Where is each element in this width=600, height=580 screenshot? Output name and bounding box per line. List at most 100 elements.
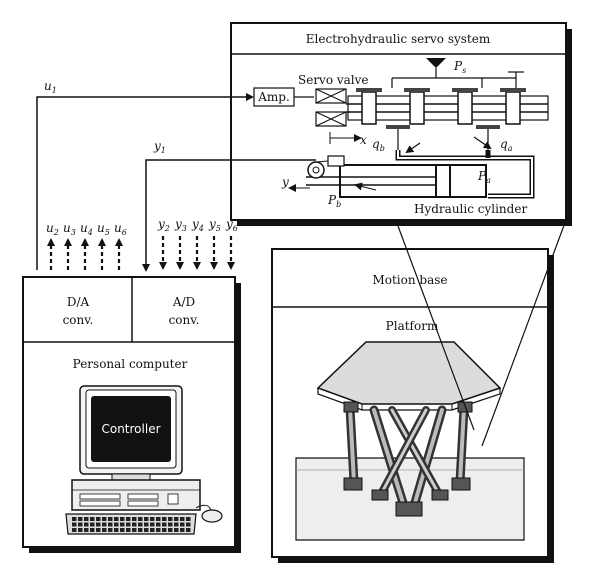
piston — [435, 164, 451, 198]
keyboard-key — [132, 522, 137, 527]
keyboard-key — [156, 522, 161, 527]
keyboard-key — [144, 517, 149, 521]
keyboard-key — [186, 522, 191, 527]
keyboard-key — [174, 517, 179, 521]
u-signal-label: u4 — [80, 221, 93, 237]
keyboard-key — [168, 517, 173, 521]
keyboard-key — [84, 517, 89, 521]
qa-label: qa — [500, 137, 513, 153]
actuator-legs — [345, 403, 469, 511]
keyboard-key — [108, 517, 113, 521]
spool-3 — [457, 91, 473, 125]
keyboard-key — [102, 522, 107, 527]
da-line1: D/A — [67, 295, 90, 309]
keyboard-key — [132, 528, 137, 532]
keyboard-key — [72, 528, 77, 532]
keyboard-key — [96, 528, 101, 532]
keyboard-key — [162, 522, 167, 527]
keyboard-key — [156, 517, 161, 521]
keyboard-key — [126, 528, 131, 532]
keyboard-key — [90, 517, 95, 521]
qb-label: qb — [372, 137, 385, 153]
keyboard-key — [120, 517, 125, 521]
keyboard-key — [102, 528, 107, 532]
keyboard-key — [180, 517, 185, 521]
amplifier-label: Amp. — [257, 90, 290, 104]
u1-label: u1 — [44, 79, 57, 95]
keyboard-key — [138, 522, 143, 527]
monitor-screen — [91, 396, 171, 462]
y1-label: y1 — [153, 139, 166, 155]
da-line2: conv. — [63, 313, 94, 327]
motion-base-title: Motion base — [372, 273, 447, 287]
keyboard-key — [144, 528, 149, 532]
u-signal-label: u6 — [114, 221, 127, 237]
keyboard-key — [84, 522, 89, 527]
pb-label: Pb — [327, 193, 341, 209]
controller-label: Controller — [101, 422, 160, 436]
ad-line1: A/D — [172, 295, 195, 309]
keyboard-key — [162, 528, 167, 532]
keyboard-key — [78, 522, 83, 527]
keyboard-key — [108, 528, 113, 532]
y-signal-label: y4 — [191, 217, 204, 233]
motion-base-box: Motion base Platform — [271, 219, 567, 563]
keyboard-key — [114, 522, 119, 527]
servo-valve: Servo valve x — [298, 73, 549, 147]
keyboard-key — [96, 517, 101, 521]
keyboard-key — [90, 528, 95, 532]
keyboard-key — [72, 517, 77, 521]
u-signal-label: u5 — [97, 221, 110, 237]
keyboard-key — [78, 517, 83, 521]
keyboard-key — [150, 522, 155, 527]
keyboard-key — [186, 517, 191, 521]
mouse-icon — [201, 509, 223, 523]
x-label: x — [360, 133, 367, 147]
keyboard-key — [78, 528, 83, 532]
ad-line2: conv. — [169, 313, 200, 327]
keyboard-key — [126, 522, 131, 527]
y-signal-label: y3 — [174, 217, 187, 233]
keyboard-key — [138, 517, 143, 521]
keyboard-key — [174, 522, 179, 527]
y-signal-label: y2 — [157, 217, 170, 233]
keyboard-key — [162, 517, 167, 521]
supply-pressure-icon — [426, 58, 446, 68]
amplifier: Amp. — [253, 87, 314, 107]
keyboard-key — [126, 517, 131, 521]
pc-title: Personal computer — [73, 357, 188, 371]
keyboard-key — [186, 528, 191, 532]
flow-lines: qb qa — [372, 129, 513, 154]
keyboard-key — [120, 528, 125, 532]
keyboard-key — [114, 517, 119, 521]
keyboard-key — [144, 522, 149, 527]
keyboard-key — [114, 528, 119, 532]
u-signal-label: u3 — [63, 221, 76, 237]
keyboard-key — [108, 522, 113, 527]
keyboard-key — [120, 522, 125, 527]
computer-icon: Controller — [65, 385, 223, 535]
hydraulic-cylinder-label: Hydraulic cylinder — [414, 202, 527, 216]
keyboard-key — [138, 528, 143, 532]
keyboard-key — [96, 522, 101, 527]
keyboard-key — [132, 517, 137, 521]
keyboard-key — [168, 522, 173, 527]
keyboard-key — [90, 522, 95, 527]
ps-label: Ps — [453, 59, 466, 75]
spool-4 — [505, 91, 521, 125]
pc-box: D/A conv. A/D conv. Personal computer Co… — [22, 276, 241, 553]
keyboard-key — [72, 522, 77, 527]
keyboard-key — [156, 528, 161, 532]
joints — [343, 401, 473, 517]
y-signal-label: y5 — [208, 217, 221, 233]
y-label: y — [281, 175, 289, 189]
keyboard-key — [180, 522, 185, 527]
spool-1 — [361, 91, 377, 125]
position-sensor-icon — [307, 161, 325, 179]
spool-2 — [409, 91, 425, 125]
hydraulic-cylinder: Pb Pa y Hydraulic cylinder — [281, 150, 535, 216]
keyboard-key — [150, 517, 155, 521]
keyboard-key — [174, 528, 179, 532]
